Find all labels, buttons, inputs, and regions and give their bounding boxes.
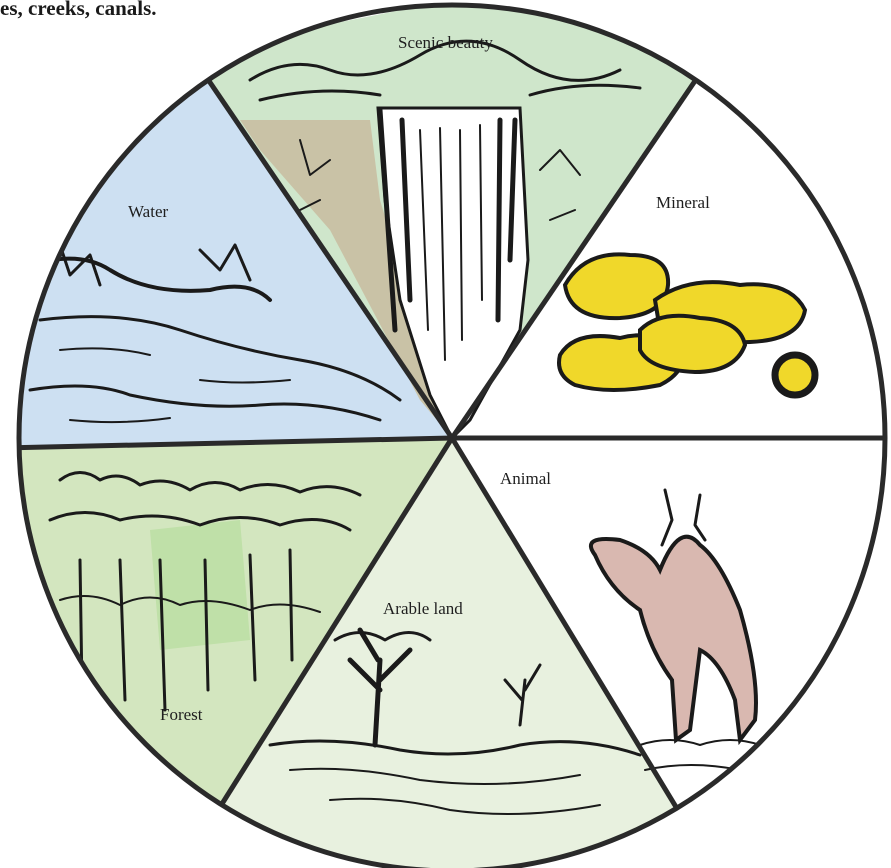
label-scenic-beauty: Scenic beauty: [398, 33, 493, 52]
label-animal: Animal: [500, 469, 551, 488]
label-mineral: Mineral: [656, 193, 710, 212]
label-water: Water: [128, 202, 168, 221]
label-arable-land: Arable land: [383, 599, 463, 618]
label-forest: Forest: [160, 705, 203, 724]
